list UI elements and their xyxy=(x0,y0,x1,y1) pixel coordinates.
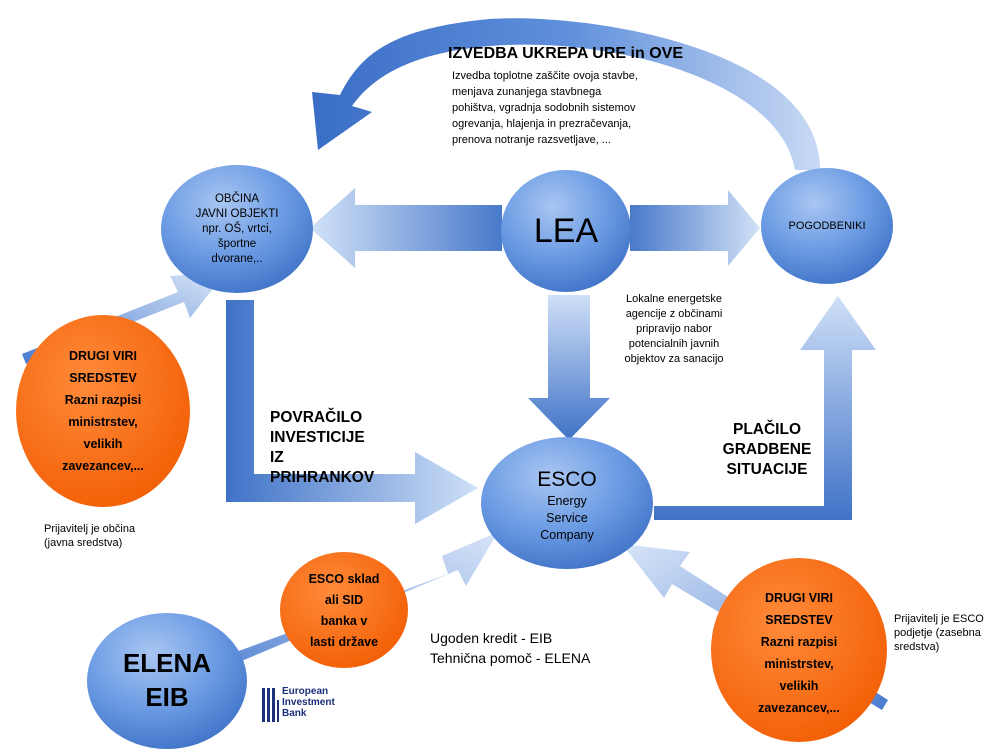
lea-note: Lokalne energetske agencije z občinami p… xyxy=(606,292,742,367)
node-drugi-viri-left xyxy=(16,315,190,507)
orange-line: DRUGI VIRI xyxy=(68,349,138,363)
povracilo-line: INVESTICIJE xyxy=(270,429,365,446)
prijavitelj-line: Prijavitelj je občina xyxy=(44,523,136,535)
arrow-lea-to-obcina xyxy=(310,188,502,268)
top-desc-line: prenova notranje razsvetljave, ... xyxy=(452,134,611,146)
elena-line: EIB xyxy=(145,682,189,712)
orange-line: zavezancev,... xyxy=(62,459,144,473)
kredit-line: Tehnična pomoč - ELENA xyxy=(430,650,591,666)
node-pogodbeniki xyxy=(761,168,893,284)
arrow-obcina-to-esco xyxy=(226,300,478,524)
top-desc-line: pohištva, vgradnja sodobnih sistemov xyxy=(452,102,636,114)
esco-sklad-label: ESCO sklad ali SID banka v lasti države xyxy=(284,568,404,654)
obcina-line: JAVNI OBJEKTI xyxy=(195,207,279,220)
orange-line: lasti države xyxy=(309,635,379,649)
lea-note-line: Lokalne energetske xyxy=(625,293,722,305)
node-esco-sklad xyxy=(280,552,408,668)
esco-title: ESCO xyxy=(537,467,597,491)
placilo-line: PLAČILO xyxy=(732,421,802,438)
top-desc-line: ogrevanja, hlajenja in prezračevanja, xyxy=(452,118,632,130)
orange-line: velikih xyxy=(779,679,819,693)
drugi-viri-left-label: DRUGI VIRI SREDSTEV Razni razpisi minist… xyxy=(28,344,178,478)
node-drugi-viri-right xyxy=(711,558,887,742)
eib-logo-mark xyxy=(262,688,279,722)
obcina-line: športne xyxy=(217,237,257,250)
orange-line: zavezancev,... xyxy=(758,701,840,715)
esco-line: Company xyxy=(540,527,594,542)
prijavitelj-line: (javna sredstva) xyxy=(44,537,123,549)
obcina-line: dvorane,.. xyxy=(211,252,263,265)
placilo-label: PLAČILO GRADBENE SITUACIJE xyxy=(712,420,822,480)
drugi-viri-right-label: DRUGI VIRI SREDSTEV Razni razpisi minist… xyxy=(724,586,874,720)
obcina-label: OBČINA JAVNI OBJEKTI npr. OŠ, vrtci, špo… xyxy=(171,180,303,278)
lea-label: LEA xyxy=(533,211,599,250)
node-lea xyxy=(501,170,631,292)
pogodbeniki-label: POGODBENIKI xyxy=(788,220,866,232)
eib-line: Bank xyxy=(282,708,307,719)
top-arrow-description: Izvedba toplotne zaščite ovoja stavbe, m… xyxy=(452,68,712,148)
lea-note-line: agencije z občinami xyxy=(625,308,723,320)
kredit-note: Ugoden kredit - EIB Tehnična pomoč - ELE… xyxy=(430,628,650,668)
placilo-line: GRADBENE xyxy=(722,441,812,458)
arrow-esco-to-pogodbeniki xyxy=(654,296,876,520)
lea-note-line: objektov za sanacijo xyxy=(624,353,724,365)
arrow-lea-to-esco xyxy=(528,295,610,440)
povracilo-line: PRIHRANKOV xyxy=(270,469,375,486)
lea-note-line: pripravijo nabor xyxy=(636,323,712,335)
node-obcina xyxy=(161,165,313,293)
arrow-elena-to-esco xyxy=(176,532,498,686)
povracilo-line: POVRAČILO xyxy=(270,409,363,426)
orange-line: ESCO sklad xyxy=(308,572,380,586)
esco-label: ESCO Energy Service Company xyxy=(502,458,632,552)
top-desc-line: Izvedba toplotne zaščite ovoja stavbe, xyxy=(452,70,638,82)
povracilo-line: IZ xyxy=(270,449,284,466)
top-arrow-title: IZVEDBA UKREPA URE in OVE xyxy=(448,45,683,62)
eib-line: European xyxy=(282,686,329,697)
kredit-line: Ugoden kredit - EIB xyxy=(430,630,553,646)
orange-line: ministrstev, xyxy=(764,657,834,671)
prijavitelj-esco-note: Prijavitelj je ESCO podjetje (zasebna sr… xyxy=(894,612,998,654)
obcina-line: OBČINA xyxy=(214,192,260,205)
orange-line: SREDSTEV xyxy=(765,613,833,627)
orange-line: Razni razpisi xyxy=(760,635,838,649)
eib-logo-text: European Investment Bank xyxy=(282,686,335,719)
prijavitelj-obcina-note: Prijavitelj je občina (javna sredstva) xyxy=(44,522,194,550)
elena-label: ELENA EIB xyxy=(102,640,232,720)
orange-line: velikih xyxy=(83,437,123,451)
orange-line: ali SID xyxy=(324,593,364,607)
povracilo-label: POVRAČILO INVESTICIJE IZ PRIHRANKOV xyxy=(270,408,400,488)
node-elena xyxy=(87,613,247,749)
orange-line: SREDSTEV xyxy=(69,371,137,385)
prijavitelj-line: Prijavitelj je ESCO xyxy=(894,613,984,625)
orange-line: banka v xyxy=(320,614,368,628)
eib-line: Investment xyxy=(282,697,335,708)
top-curved-arrow xyxy=(312,18,820,170)
orange-line: DRUGI VIRI xyxy=(764,591,834,605)
node-esco xyxy=(481,437,653,569)
esco-line: Energy xyxy=(547,493,587,508)
placilo-line: SITUACIJE xyxy=(726,461,808,478)
prijavitelj-line: podjetje (zasebna xyxy=(894,627,981,639)
orange-line: ministrstev, xyxy=(68,415,138,429)
arrow-lea-to-pogodbeniki xyxy=(630,190,760,266)
orange-line: Razni razpisi xyxy=(64,393,142,407)
prijavitelj-line: sredstva) xyxy=(894,641,940,653)
top-desc-line: menjava zunanjega stavbnega xyxy=(452,86,602,98)
obcina-line: npr. OŠ, vrtci, xyxy=(202,222,272,235)
esco-line: Service xyxy=(546,510,588,525)
lea-note-line: potencialnih javnih xyxy=(628,338,720,350)
elena-line: ELENA xyxy=(122,648,212,678)
